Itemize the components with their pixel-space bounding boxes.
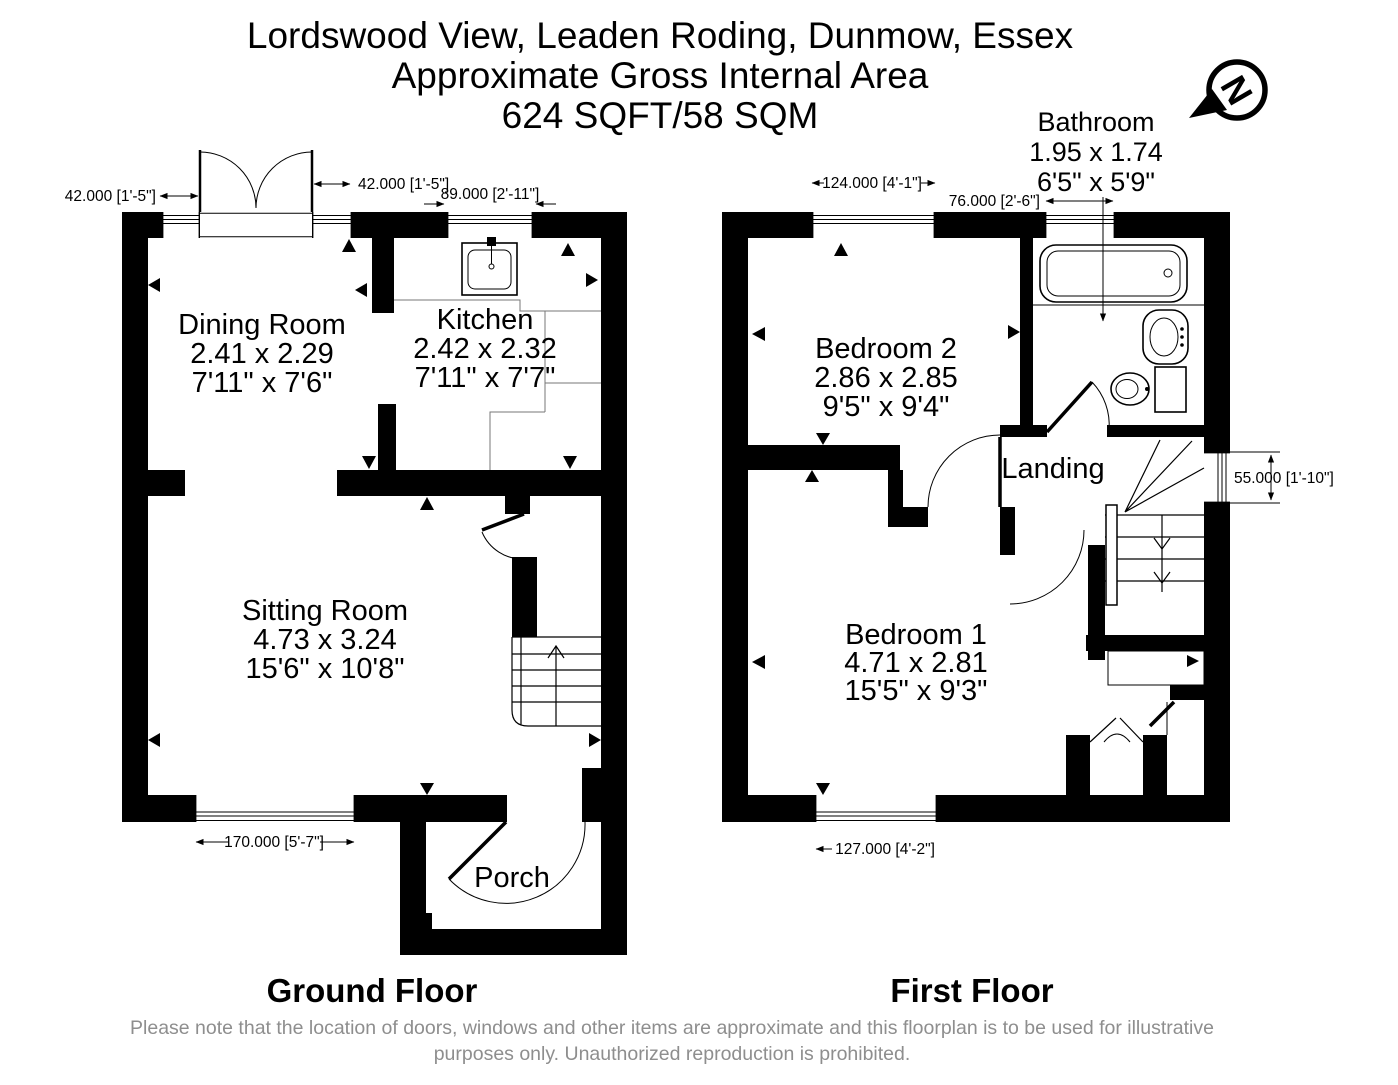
title-address: Lordswood View, Leaden Roding, Dunmow, E…: [247, 15, 1074, 56]
sitting-room-metric: 4.73 x 3.24: [253, 624, 397, 656]
bedroom2-metric: 2.86 x 2.85: [814, 362, 958, 394]
first-floor-room-labels: Bathroom 1.95 x 1.74 6'5" x 5'9" Bedroom…: [814, 107, 1163, 707]
ground-floor-room-labels: Dining Room 2.41 x 2.29 7'11" x 7'6" Kit…: [178, 304, 557, 894]
sitting-room-imperial: 15'6" x 10'8": [245, 653, 404, 685]
stairs-first-floor: [1105, 439, 1205, 606]
kitchen-counter: [394, 299, 601, 470]
kitchen-sink: [461, 237, 518, 296]
bedroom2-door: [927, 434, 1002, 508]
dim-gf-window-right: 42.000 [1'-5"]: [358, 176, 449, 193]
ground-floor-dimensions: 42.000 [1'-5"] 42.000 [1'-5"] 89.000 [2'…: [65, 176, 556, 851]
bathroom-metric: 1.95 x 1.74: [1029, 137, 1163, 167]
window-kitchen: [447, 212, 533, 238]
bathroom-imperial: 6'5" x 5'9": [1037, 167, 1155, 197]
stairs-banister: [1105, 504, 1118, 606]
window-dining-left: [162, 212, 200, 238]
wall-markers-ground: [148, 239, 601, 795]
ground-floor-plan: 42.000 [1'-5"] 42.000 [1'-5"] 89.000 [2'…: [65, 150, 627, 955]
page-title: Lordswood View, Leaden Roding, Dunmow, E…: [247, 15, 1074, 136]
dim-ff-bedroom2-window: 124.000 [4'-1"]: [822, 175, 922, 192]
dim-gf-sitting-window: 170.000 [5'-7"]: [224, 834, 324, 851]
dining-room-metric: 2.41 x 2.29: [190, 338, 334, 370]
bathroom-door: [1045, 380, 1110, 434]
bedroom1-metric: 4.71 x 2.81: [844, 647, 988, 679]
window-sitting-room: [195, 795, 355, 822]
washbasin-icon: [1142, 309, 1189, 365]
french-door-threshold: [200, 212, 312, 238]
landing-name: Landing: [1001, 453, 1104, 485]
first-floor-label: First Floor: [890, 972, 1053, 1009]
window-bedroom2: [812, 212, 935, 238]
bedroom2-name: Bedroom 2: [815, 333, 957, 365]
dim-gf-kitchen-window: 89.000 [2'-11"]: [441, 186, 540, 203]
first-floor-dimensions: 124.000 [4'-1"] 76.000 [2'-6"] 55.000 [1…: [811, 175, 1334, 858]
first-floor-windows: [812, 212, 1230, 822]
bedroom1-name: Bedroom 1: [845, 619, 987, 651]
ground-floor-doors: [198, 150, 586, 904]
sitting-room-name: Sitting Room: [242, 595, 408, 627]
porch-name: Porch: [474, 862, 550, 894]
dim-ff-bathroom-window: 76.000 [2'-6"]: [949, 193, 1040, 210]
ground-floor-windows: [162, 212, 582, 822]
footer: Ground Floor First Floor Please note tha…: [130, 972, 1214, 1065]
title-area-line: Approximate Gross Internal Area: [392, 55, 929, 96]
disclaimer-line1: Please note that the location of doors, …: [130, 1017, 1214, 1039]
toilet-icon: [1110, 366, 1187, 413]
window-bedroom1: [815, 795, 937, 822]
ground-floor-walls: [122, 212, 627, 955]
bedroom1-imperial: 15'5" x 9'3": [845, 675, 988, 707]
ground-floor-label: Ground Floor: [267, 972, 478, 1009]
kitchen-metric: 2.42 x 2.32: [413, 333, 557, 365]
wall-markers-first: [752, 243, 1199, 795]
stairs-ground-floor: [511, 636, 601, 727]
window-dining-right: [312, 212, 352, 238]
dim-ff-landing-window: 55.000 [1'-10"]: [1234, 470, 1334, 487]
porch-door: [447, 820, 586, 904]
bedroom2-imperial: 9'5" x 9'4": [823, 391, 950, 423]
dim-gf-window-left: 42.000 [1'-5"]: [65, 188, 156, 205]
window-landing: [1204, 452, 1230, 503]
disclaimer-line2: purposes only. Unauthorized reproduction…: [434, 1043, 911, 1065]
bathtub-icon: [1033, 244, 1204, 306]
cupboard-doors: [1089, 700, 1176, 743]
north-compass-icon: N: [1189, 59, 1268, 121]
bathroom-name: Bathroom: [1037, 107, 1154, 137]
bedroom1-door: [1009, 529, 1085, 605]
stairs-up-arrow: [547, 644, 565, 659]
first-floor-doors: [927, 380, 1205, 743]
first-floor-plan: 124.000 [4'-1"] 76.000 [2'-6"] 55.000 [1…: [722, 107, 1334, 858]
hall-door: [481, 512, 525, 560]
under-stairs-recess: [1107, 650, 1205, 686]
kitchen-name: Kitchen: [437, 304, 534, 336]
dining-room-imperial: 7'11" x 7'6": [192, 367, 333, 399]
stairs-down-arrows: [1153, 537, 1171, 585]
title-area-value: 624 SQFT/58 SQM: [502, 95, 819, 136]
kitchen-imperial: 7'11" x 7'7": [415, 362, 556, 394]
dining-room-name: Dining Room: [178, 309, 346, 341]
dim-ff-bedroom1-window: 127.000 [4'-2"]: [835, 841, 935, 858]
first-floor-walls: [722, 212, 1230, 822]
french-doors: [198, 150, 314, 212]
